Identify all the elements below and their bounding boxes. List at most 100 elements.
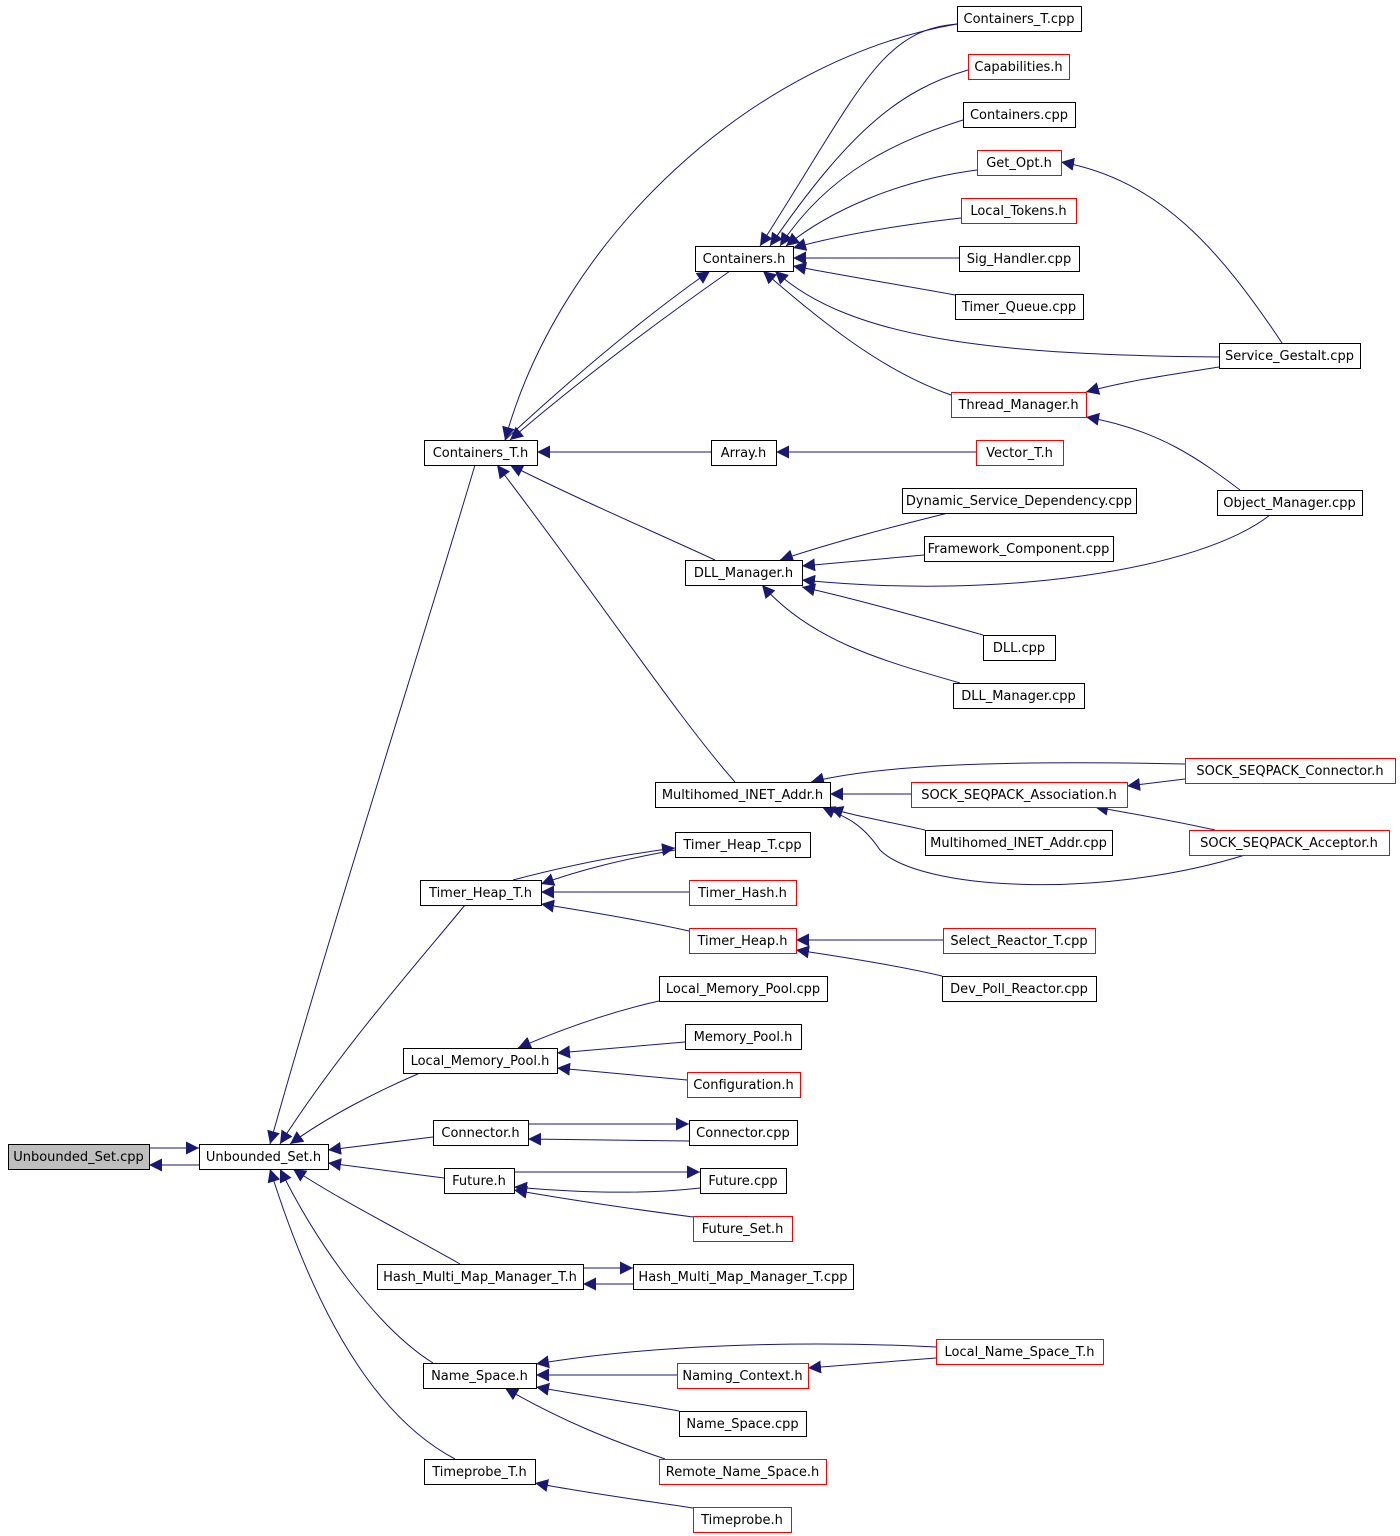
node-connector-cpp[interactable]: Connector.cpp: [689, 1120, 798, 1146]
edge-multihomedinetaddrcpp-multihomedinetaddrh: [829, 806, 926, 831]
node-label: Framework_Component.cpp: [928, 542, 1110, 557]
node-local-name-space-t-h[interactable]: Local_Name_Space_T.h: [936, 1339, 1104, 1365]
edge-connectorh-unboundedseth: [327, 1136, 434, 1155]
node-name-space-h[interactable]: Name_Space.h: [423, 1363, 537, 1389]
node-dll-cpp[interactable]: DLL.cpp: [983, 635, 1056, 661]
node-future-cpp[interactable]: Future.cpp: [700, 1168, 787, 1194]
node-label: Local_Name_Space_T.h: [945, 1345, 1095, 1360]
node-unbounded-set-h[interactable]: Unbounded_Set.h: [199, 1144, 329, 1170]
node-label: Future.h: [452, 1174, 506, 1189]
node-label: SOCK_SEQPACK_Connector.h: [1196, 764, 1383, 779]
edge-futureseth-futureh: [513, 1185, 694, 1218]
node-label: Connector.h: [441, 1126, 519, 1141]
node-vector-t-h[interactable]: Vector_T.h: [976, 440, 1064, 466]
node-box: [953, 683, 1085, 709]
edge-dllmanagercpp-dllmanagerh: [761, 584, 961, 684]
node-framework-component-cpp[interactable]: Framework_Component.cpp: [924, 536, 1114, 562]
edge-multihomedinetaddrh-containersth: [496, 464, 736, 783]
node-get-opt-h[interactable]: Get_Opt.h: [977, 150, 1062, 176]
node-timer-heap-t-cpp[interactable]: Timer_Heap_T.cpp: [675, 832, 811, 858]
node-local-memory-pool-cpp[interactable]: Local_Memory_Pool.cpp: [659, 976, 828, 1002]
edge-threadmanager-containersh: [762, 270, 952, 396]
edge-containerst-unboundedseth: [267, 464, 476, 1145]
node-label: Timer_Queue.cpp: [961, 300, 1076, 315]
edge-localnamespaceth-namingcontexth: [807, 1357, 937, 1374]
node-label: Get_Opt.h: [986, 156, 1052, 171]
node-select-reactor-t-cpp[interactable]: Select_Reactor_T.cpp: [943, 928, 1096, 954]
node-thread-manager-h[interactable]: Thread_Manager.h: [951, 392, 1087, 418]
node-local-memory-pool-h[interactable]: Local_Memory_Pool.h: [403, 1048, 558, 1074]
node-timeprobe-h[interactable]: Timeprobe.h: [693, 1507, 792, 1533]
node-hash-multi-map-manager-t-h[interactable]: Hash_Multi_Map_Manager_T.h: [377, 1264, 584, 1290]
node-naming-context-h[interactable]: Naming_Context.h: [677, 1363, 809, 1389]
node-box: [943, 928, 1096, 954]
edge-hashmultimapmanagerth-unboundedseth: [292, 1168, 461, 1265]
node-hash-multi-map-manager-t-cpp[interactable]: Hash_Multi_Map_Manager_T.cpp: [633, 1264, 854, 1290]
node-connector-h[interactable]: Connector.h: [433, 1120, 529, 1146]
node-multihomed-inet-addr-cpp[interactable]: Multihomed_INET_Addr.cpp: [925, 830, 1113, 856]
node-service-gestalt-cpp[interactable]: Service_Gestalt.cpp: [1219, 343, 1361, 369]
edge-frameworkcomponent-dllmanagerh: [801, 554, 925, 572]
node-future-set-h[interactable]: Future_Set.h: [693, 1216, 793, 1242]
node-containers-h[interactable]: Containers.h: [695, 246, 794, 272]
node-box: [976, 440, 1064, 466]
edge-localmemorypoolh-unboundedseth: [289, 1072, 421, 1145]
edge-timeprobeth-unboundedseth: [267, 1168, 456, 1460]
edge-containersh-containersth: [509, 270, 731, 441]
node-label: Thread_Manager.h: [957, 398, 1078, 413]
node-box: [377, 1264, 584, 1290]
node-box: [659, 1459, 827, 1485]
edge-containerscpp-containersh: [779, 119, 964, 247]
node-timer-hash-h[interactable]: Timer_Hash.h: [689, 880, 797, 906]
node-name-space-cpp[interactable]: Name_Space.cpp: [679, 1411, 807, 1437]
node-box: [959, 246, 1080, 272]
node-array-h[interactable]: Array.h: [711, 440, 777, 466]
node-object-manager-cpp[interactable]: Object_Manager.cpp: [1217, 490, 1363, 516]
edge-localtokens-containersh: [792, 217, 962, 251]
node-box: [655, 782, 831, 808]
node-sig-handler-cpp[interactable]: Sig_Handler.cpp: [959, 246, 1080, 272]
edge-namespaceh-unboundedseth: [279, 1168, 434, 1364]
node-box: [936, 1339, 1104, 1365]
node-sock-seqpack-association-h[interactable]: SOCK_SEQPACK_Association.h: [911, 782, 1128, 808]
node-label: DLL_Manager.h: [694, 566, 793, 581]
node-timer-heap-h[interactable]: Timer_Heap.h: [689, 928, 797, 954]
node-containers-t-cpp[interactable]: Containers_T.cpp: [957, 6, 1082, 32]
node-multihomed-inet-addr-h[interactable]: Multihomed_INET_Addr.h: [655, 782, 831, 808]
edge-localmemorypoolcpp-localmemorypoolh: [517, 1000, 660, 1049]
node-containers-t-h[interactable]: Containers_T.h: [424, 440, 538, 466]
node-sock-seqpack-connector-h[interactable]: SOCK_SEQPACK_Connector.h: [1185, 758, 1396, 784]
node-dll-manager-cpp[interactable]: DLL_Manager.cpp: [953, 683, 1085, 709]
edge-servicegestalt-threadmanager: [1085, 366, 1220, 395]
node-dev-poll-reactor-cpp[interactable]: Dev_Poll_Reactor.cpp: [942, 976, 1097, 1002]
node-box: [924, 536, 1114, 562]
edge-timeprobeh-timeprobeth: [534, 1479, 694, 1509]
node-capabilities-h[interactable]: Capabilities.h: [968, 54, 1070, 80]
node-remote-name-space-h[interactable]: Remote_Name_Space.h: [659, 1459, 827, 1485]
node-future-h[interactable]: Future.h: [444, 1168, 515, 1194]
node-label: Containers_T.cpp: [964, 12, 1075, 27]
node-timeprobe-t-h[interactable]: Timeprobe_T.h: [424, 1459, 536, 1485]
edge-timerheapth-timerheaptcpp: [512, 843, 676, 881]
node-label: Name_Space.cpp: [686, 1417, 798, 1432]
node-timer-queue-cpp[interactable]: Timer_Queue.cpp: [955, 294, 1084, 320]
node-unbounded-set-cpp[interactable]: Unbounded_Set.cpp: [8, 1144, 150, 1170]
node-dynamic-service-dependency-cpp[interactable]: Dynamic_Service_Dependency.cpp: [902, 488, 1137, 514]
node-local-tokens-h[interactable]: Local_Tokens.h: [961, 198, 1077, 224]
node-box: [942, 976, 1097, 1002]
edge-sockseqpackacceptor-sockseqpackassociation: [1094, 802, 1216, 831]
node-box: [961, 198, 1077, 224]
node-configuration-h[interactable]: Configuration.h: [687, 1072, 801, 1098]
node-box: [677, 1363, 809, 1389]
node-dll-manager-h[interactable]: DLL_Manager.h: [685, 560, 803, 586]
node-timer-heap-t-h[interactable]: Timer_Heap_T.h: [420, 880, 542, 906]
node-box: [693, 1216, 793, 1242]
node-containers-cpp[interactable]: Containers.cpp: [963, 102, 1076, 128]
node-label: Timer_Heap_T.cpp: [682, 838, 801, 853]
node-label: Object_Manager.cpp: [1223, 496, 1355, 511]
node-label: Select_Reactor_T.cpp: [950, 934, 1087, 949]
node-sock-seqpack-acceptor-h[interactable]: SOCK_SEQPACK_Acceptor.h: [1189, 830, 1390, 856]
edge-connectorcpp-connectorh: [527, 1132, 690, 1146]
node-memory-pool-h[interactable]: Memory_Pool.h: [685, 1024, 802, 1050]
node-label: Service_Gestalt.cpp: [1225, 349, 1354, 364]
